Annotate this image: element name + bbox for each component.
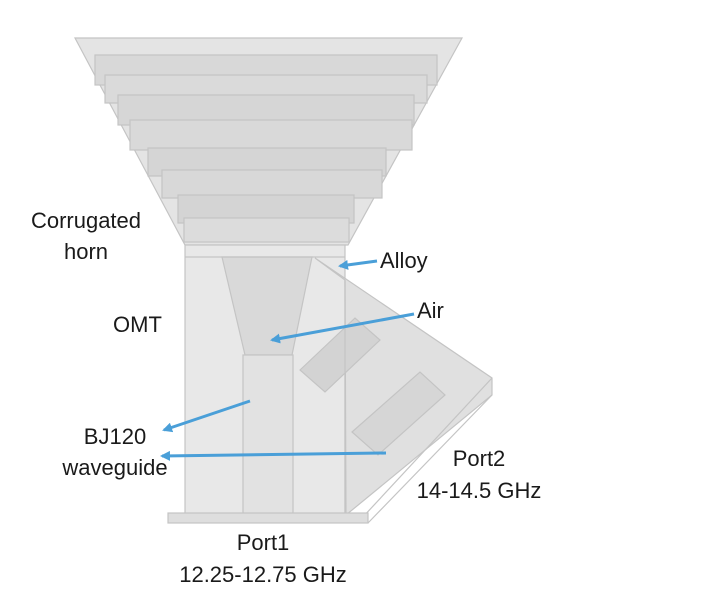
port1-label: Port1 12.25-12.75 GHz (179, 530, 347, 587)
alloy-arrow (338, 259, 378, 270)
waveguide-arrow (160, 450, 387, 461)
bj120-waveguide-label: BJ120 waveguide (62, 424, 168, 480)
omt-label: OMT (113, 312, 162, 337)
port2-label: Port2 14-14.5 GHz (416, 446, 542, 503)
corrugated-horn-body (74, 37, 464, 246)
omt-body (184, 244, 346, 516)
bj120-arrow (162, 399, 251, 433)
base-plate (167, 394, 493, 524)
side-arm (299, 257, 493, 519)
annotation-arrows (160, 259, 415, 461)
air-arrow (270, 312, 415, 344)
alloy-label: Alloy (380, 248, 428, 273)
air-label: Air (417, 298, 444, 323)
corrugated-horn-label: Corrugated horn (30, 208, 142, 264)
